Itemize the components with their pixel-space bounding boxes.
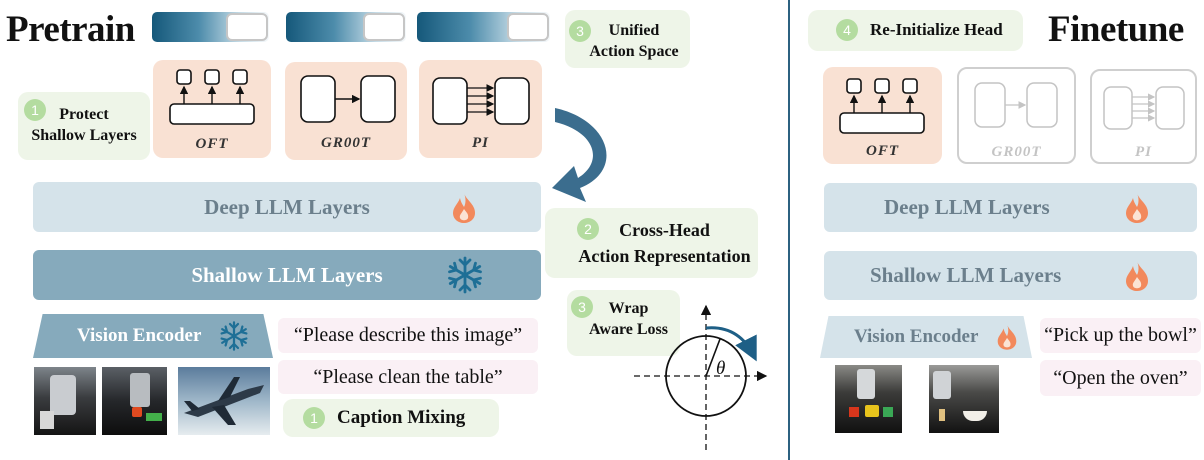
prompt-clean-table: “Please clean the table” bbox=[278, 360, 538, 394]
oft-head: OFT bbox=[153, 60, 271, 158]
action-gradient-bar-3 bbox=[417, 12, 550, 42]
wrap-loss-diagram: θ bbox=[634, 304, 768, 450]
unified-action-space-note: 3 Unified Action Space bbox=[565, 10, 690, 68]
fire-icon bbox=[1126, 193, 1148, 223]
finetune-title: Finetune bbox=[1048, 9, 1184, 50]
prompt-pick-up-bowl: “Pick up the bowl” bbox=[1040, 318, 1201, 353]
curved-arrow-icon bbox=[552, 108, 607, 202]
note-text: Re-Initialize Head bbox=[870, 20, 1003, 39]
robot-photo-1 bbox=[34, 367, 96, 435]
action-gradient-bar-2 bbox=[286, 12, 406, 42]
head-label: OFT bbox=[866, 143, 899, 159]
layer-label: Shallow LLM Layers bbox=[870, 263, 1062, 287]
fire-icon bbox=[997, 324, 1017, 350]
vision-encoder: Vision Encoder bbox=[33, 314, 273, 358]
airplane-icon bbox=[184, 377, 264, 425]
finetune-shallow-llm-layers: Shallow LLM Layers bbox=[824, 251, 1197, 300]
airplane-photo bbox=[178, 367, 270, 435]
fire-icon bbox=[1126, 261, 1148, 291]
gr00t-head-icon bbox=[300, 75, 396, 123]
oft-head-active: OFT bbox=[823, 67, 942, 164]
finetune-robot-photo-2 bbox=[929, 365, 999, 433]
pi-head-inactive: PI bbox=[1090, 69, 1197, 164]
finetune-robot-photo-1 bbox=[835, 365, 902, 433]
finetune-deep-llm-layers: Deep LLM Layers bbox=[824, 183, 1197, 232]
pretrain-title: Pretrain bbox=[6, 9, 135, 50]
step-number: 1 bbox=[24, 99, 46, 121]
step-number: 1 bbox=[303, 407, 325, 429]
head-label: PI bbox=[472, 135, 489, 151]
note-text: Wrap Aware Loss bbox=[589, 300, 668, 338]
theta-label: θ bbox=[716, 358, 725, 379]
note-text: Unified Action Space bbox=[589, 22, 679, 60]
pi-head-icon bbox=[1103, 86, 1185, 130]
head-label: GR00T bbox=[991, 144, 1042, 160]
head-label: OFT bbox=[195, 136, 229, 152]
step-number: 4 bbox=[836, 19, 858, 41]
note-text: Cross-Head Action Representation bbox=[578, 220, 751, 266]
layer-label: Deep LLM Layers bbox=[204, 195, 370, 219]
step-number: 3 bbox=[571, 296, 593, 318]
snowflake-icon bbox=[220, 321, 248, 351]
pi-head: PI bbox=[419, 60, 542, 158]
gr00t-head-inactive: GR00T bbox=[957, 67, 1076, 164]
protect-shallow-layers-note: 1 Protect Shallow Layers bbox=[18, 92, 150, 160]
shallow-llm-layers: Shallow LLM Layers bbox=[33, 250, 541, 300]
head-label: PI bbox=[1135, 144, 1152, 160]
snowflake-icon bbox=[448, 256, 482, 294]
section-divider bbox=[788, 0, 790, 460]
gr00t-head-icon bbox=[974, 82, 1058, 128]
oft-head-icon bbox=[839, 78, 925, 134]
gr00t-head: GR00T bbox=[285, 62, 407, 160]
encoder-label: Vision Encoder bbox=[854, 326, 979, 347]
prompt-describe-image: “Please describe this image” bbox=[278, 318, 538, 353]
wrap-aware-loss-note: 3 Wrap Aware Loss bbox=[567, 290, 680, 356]
caption-mixing-note: 1 Caption Mixing bbox=[283, 399, 499, 437]
robot-photo-2 bbox=[102, 367, 167, 435]
oft-head-icon bbox=[169, 69, 255, 125]
note-text: Protect Shallow Layers bbox=[31, 106, 137, 144]
fire-icon bbox=[453, 193, 475, 223]
layer-label: Shallow LLM Layers bbox=[191, 263, 383, 287]
layer-label: Deep LLM Layers bbox=[884, 195, 1050, 219]
encoder-label: Vision Encoder bbox=[77, 325, 202, 346]
head-label: GR00T bbox=[321, 135, 371, 151]
finetune-vision-encoder: Vision Encoder bbox=[820, 316, 1032, 358]
re-initialize-head-note: 4 Re-Initialize Head bbox=[808, 10, 1023, 51]
action-gradient-bar-1 bbox=[152, 12, 269, 42]
pi-head-icon bbox=[432, 77, 530, 125]
step-number: 3 bbox=[569, 20, 591, 42]
prompt-open-oven: “Open the oven” bbox=[1040, 360, 1201, 396]
step-number: 2 bbox=[577, 218, 599, 240]
note-text: Caption Mixing bbox=[337, 407, 466, 428]
deep-llm-layers: Deep LLM Layers bbox=[33, 182, 541, 232]
cross-head-action-representation-note: 2 Cross-Head Action Representation bbox=[545, 208, 758, 278]
